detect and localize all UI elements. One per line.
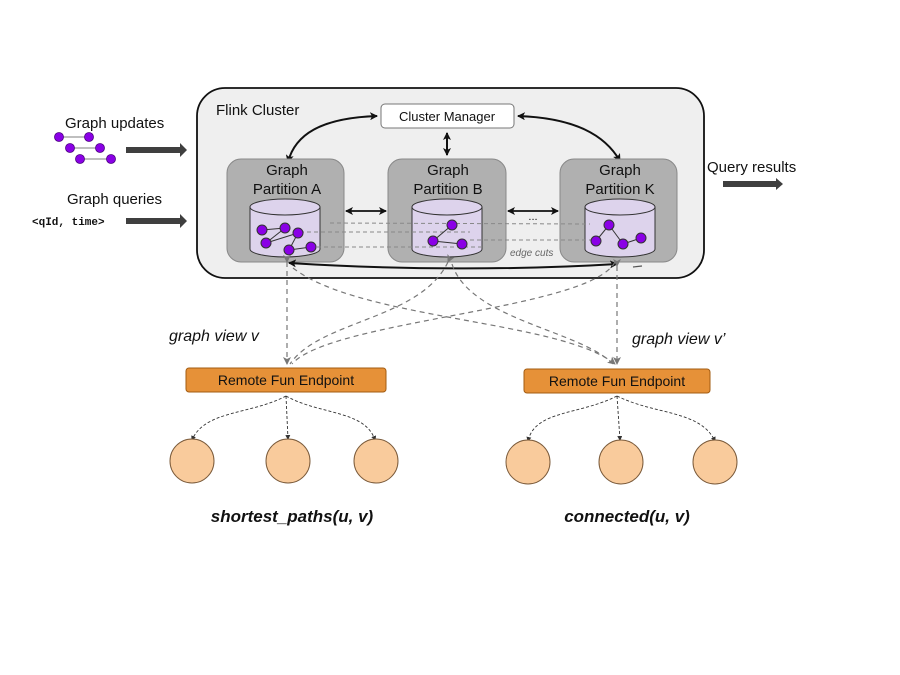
worker-links-right [526,395,716,442]
workers-right [505,439,738,485]
graph-view-v-label: graph view v [169,328,260,345]
query-results-group: Query results [707,159,796,190]
worker-node[interactable] [505,439,551,485]
partition-a-graph [256,222,317,256]
flink-cluster-title: Flink Cluster [216,102,299,119]
a-k-arrow [288,259,618,270]
database-icon [411,198,483,258]
worker-node[interactable] [353,438,399,484]
graph-updates-group: Graph updates [54,115,187,164]
endpoint-left-box [185,367,387,393]
partition-a-line1: Graph [266,162,308,179]
edge-cut-lines [300,222,600,248]
manager-to-partition-a-arrow [285,112,378,163]
partition-k-line2: Partition K [585,181,654,198]
partition-a-line2: Partition A [253,181,321,198]
worker-node[interactable] [169,438,215,484]
remote-endpoint-right[interactable]: Remote Fun Endpoint [523,368,711,394]
updates-arrow-icon [126,143,187,157]
database-icon [584,198,656,258]
worker-node[interactable] [598,439,644,485]
partition-k-graph [590,219,647,250]
function-right-label: connected(u, v) [564,507,690,526]
worker-links-left [191,395,377,441]
graph-updates-icon [54,132,116,164]
query-results-label: Query results [707,159,796,176]
graph-view-v-prime-label: graph view v’ [632,331,726,348]
endpoint-right-box [523,368,711,394]
graph-updates-label: Graph updates [65,115,164,132]
endpoint-right-label: Remote Fun Endpoint [549,373,685,389]
endpoint-left-label: Remote Fun Endpoint [218,372,354,388]
graph-queries-group: Graph queries <qId, time> [32,191,187,229]
query-format-label: <qId, time> [32,217,105,229]
partition-b-graph [427,219,468,250]
edge-cuts-label: edge cuts [510,248,553,259]
workers-left [169,438,399,484]
cluster-manager-label: Cluster Manager [399,109,496,124]
mark [632,265,643,268]
results-arrow-icon [723,178,783,190]
partition-b-line1: Graph [427,162,469,179]
partition-b-line2: Partition B [413,181,482,198]
ellipsis-label: ... [528,211,537,223]
graph-view-arrows [283,253,621,365]
graph-queries-label: Graph queries [67,191,162,208]
function-left-label: shortest_paths(u, v) [211,507,374,526]
cluster-manager-box[interactable] [380,103,515,129]
worker-node[interactable] [692,439,738,485]
worker-node[interactable] [265,438,311,484]
remote-endpoint-left[interactable]: Remote Fun Endpoint [185,367,387,393]
partition-k-line1: Graph [599,162,641,179]
manager-to-partition-k-arrow [517,112,621,162]
queries-arrow-icon [126,214,187,228]
